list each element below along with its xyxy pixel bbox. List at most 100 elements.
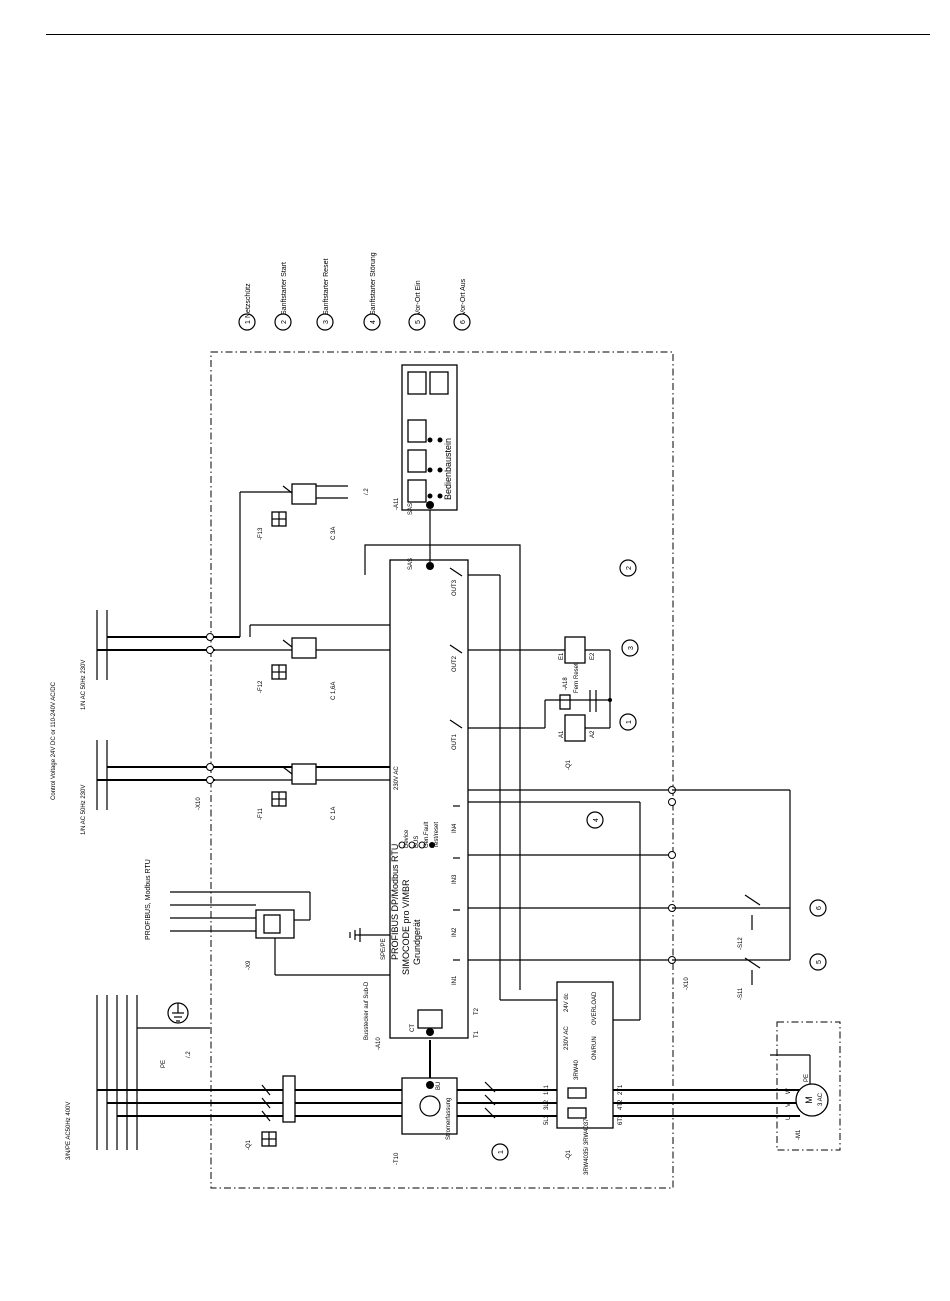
t10-sensor-label: Stromerfassung [446, 1098, 452, 1140]
sas-label: SAS [408, 558, 414, 570]
operator-panel-label: Bedienbaustein [443, 438, 453, 500]
motor-symbol: M [804, 1096, 814, 1104]
ss-ctrl-230v: 230V AC [564, 1026, 570, 1050]
legend-label-3: Sanftstarter Reset [323, 259, 330, 315]
module-line2: SIMOCODE pro V/MBR [401, 879, 411, 975]
motor-term-u: U [786, 1116, 792, 1120]
s11-switch: -S11 [738, 957, 761, 1000]
motor-phases: 3 AC [818, 1092, 824, 1106]
x9-label: -X9 [246, 960, 252, 970]
ss-ctrl-overload: OVERLOAD [592, 991, 598, 1025]
legend-circle-1 [238, 313, 256, 331]
coil-a2: A2 [590, 730, 596, 738]
module-leds: Device BUS Gen.Fault Test/reset [398, 821, 440, 849]
ss-term-6t3: 6T3 [618, 1114, 624, 1125]
ss-term-3l2: 3L2 [544, 1099, 550, 1110]
q1-breaker: -Q1 [246, 1075, 296, 1150]
ct-label: CT [410, 1024, 416, 1032]
callout-2-num: 2 [626, 566, 633, 570]
f12-rating: C 1,6A [331, 682, 337, 700]
legend-label-1: Netzschütz [245, 283, 252, 318]
x10-right-terminals: -X10 [668, 786, 690, 990]
x9-bus-connector: PROFIBUS, Modbus RTU -X9 Busstecker auf … [145, 859, 390, 1040]
legend-num-1: 1 [245, 320, 252, 324]
supply-main-label: 3/N/PE AC50Hz 400V [66, 1102, 72, 1160]
q1-contactor-label: -Q1 [566, 759, 572, 770]
motor-m1: M 3 AC -M1 U V W PE [786, 1074, 829, 1140]
a11-sas: SAS [408, 503, 414, 515]
softstarter-label: -Q1 [566, 1149, 572, 1160]
legend-item-1: 1 Netzschütz [238, 283, 256, 331]
coil-a1: A1 [559, 730, 565, 738]
page-header-rule [46, 34, 930, 35]
callout-1-bottom [491, 1143, 509, 1161]
x10-right-label: -X10 [684, 977, 690, 990]
callout-6-num: 6 [816, 906, 823, 910]
callout-2 [619, 559, 637, 577]
profibus-label: PROFIBUS, Modbus RTU [145, 859, 152, 940]
callout-1-bottom-num: 1 [498, 1150, 505, 1154]
out1-label: OUT1 [452, 733, 458, 750]
in3-label: IN3 [452, 874, 458, 884]
softstarter-models: 3RW4035/ 3RW4037 [584, 1118, 590, 1175]
motor-frame [776, 1021, 841, 1151]
in4-label: IN4 [452, 823, 458, 833]
callout-4 [586, 811, 604, 829]
ac2-label: 1/N AC 50Hz 230V [81, 660, 87, 710]
x10-label: -X10 [196, 797, 202, 810]
out3-label: OUT3 [452, 579, 458, 596]
callout-1 [619, 713, 637, 731]
legend-circle-4 [363, 313, 381, 331]
ss-ctrl-onrun: ON/RUN [592, 1036, 598, 1060]
legend-circle-5 [408, 313, 426, 331]
motor-label: -M1 [796, 1129, 802, 1140]
f13-fuse: -F13 C 3A [258, 483, 337, 540]
legend-item-2: 2 Sanftstarter Start [274, 262, 292, 331]
s12-switch: -S12 [738, 894, 761, 950]
led-bus: BUS [414, 836, 420, 848]
legend-label-5: Vor-Ort Ein [415, 280, 422, 315]
a10-simocode-module: PROFIBUS DP/Modbus RTU SIMOCODE pro V/MB… [376, 558, 480, 1050]
legend-label-4: Sanftstarter Störung [370, 252, 377, 315]
s11-label: -S11 [738, 987, 744, 1000]
coil-e2: E2 [590, 652, 596, 660]
f11-fuse: -F11 C 1A [258, 763, 337, 820]
callout-1-num: 1 [626, 720, 633, 724]
module-supply: 230V AC [394, 766, 400, 790]
ss-term-4t2: 4T2 [618, 1099, 624, 1110]
q1-contactor: A1 A2 -Q1 [559, 714, 596, 770]
legend-item-4: 4 Sanftstarter Störung [363, 252, 381, 331]
in1-label: IN1 [452, 975, 458, 985]
remote-reset: -A18 Fern Reset [559, 663, 597, 712]
legend-label-6: Vor-Ort Aus [460, 278, 467, 315]
led-test-reset: Test/reset [434, 822, 440, 848]
legend-item-6: 6 Vor-Ort Aus [453, 278, 471, 331]
motor-term-pe: PE [804, 1074, 810, 1082]
f11-label: -F11 [258, 807, 264, 820]
pe-ref: /.2 [186, 1051, 192, 1058]
legend: 1 Netzschütz 2 Sanftstarter Start 3 Sanf… [238, 252, 471, 331]
t2-label: T2 [474, 1007, 480, 1015]
ac1-label: 1/N AC 50Hz 230V [81, 785, 87, 835]
t10-current-sensor: Stromerfassung -T10 BU [394, 1077, 458, 1165]
motor-term-w: W [786, 1088, 792, 1094]
f11-rating: C 1A [331, 807, 337, 820]
legend-label-2: Sanftstarter Start [281, 262, 288, 315]
led-gen-fault: Gen.Fault [424, 821, 430, 848]
callout-3-num: 3 [628, 646, 635, 650]
spe-pe: SPE/PE [349, 928, 390, 960]
f13-ref-a: /.2 [364, 488, 370, 495]
module-name: PROFIBUS DP/Modbus RTU [390, 844, 400, 960]
callout-5 [809, 953, 827, 971]
legend-circle-6 [453, 313, 471, 331]
softstarter: 3RW40 230V AC 24V dc OVERLOAD ON/RUN -Q1… [544, 981, 624, 1175]
callout-5-num: 5 [816, 960, 823, 964]
a10-box [389, 559, 469, 1039]
module-line3: Grundgerät [412, 919, 422, 965]
legend-circle-3 [316, 313, 334, 331]
f13-rating: C 3A [331, 527, 337, 540]
a11-label: -A11 [394, 497, 400, 510]
legend-circle-2 [274, 313, 292, 331]
callout-6 [809, 899, 827, 917]
